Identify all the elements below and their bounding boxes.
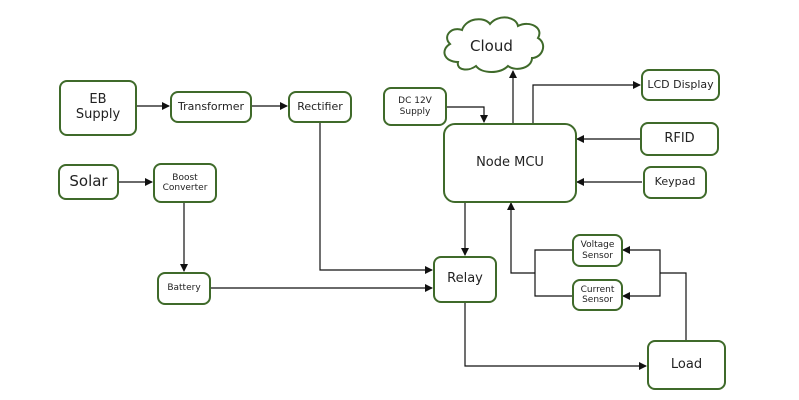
edge-load-voltage (622, 246, 661, 273)
transformer-node: Transformer (170, 91, 252, 123)
keypad-node: Keypad (643, 166, 707, 199)
rfid-node: RFID (640, 122, 719, 156)
edge-mcu-lcd (532, 81, 641, 123)
load-node: Load (647, 340, 726, 390)
edge-load-current (622, 273, 661, 300)
boost-converter-node: Boost Converter (153, 163, 217, 203)
cloud-shape (443, 16, 545, 73)
edge-voltage-bus (534, 249, 572, 297)
edge-dc-mcu (446, 106, 488, 123)
rectifier-node: Rectifier (288, 91, 352, 123)
solar-node: Solar (58, 164, 119, 200)
edge-load-sensors (660, 272, 687, 340)
dc-supply-node: DC 12V Supply (383, 87, 447, 126)
current-sensor-node: Current Sensor (572, 279, 623, 311)
node-mcu-node: Node MCU (443, 123, 577, 203)
relay-node: Relay (433, 256, 497, 303)
edge-relay-load (464, 302, 647, 370)
edge-sensors-mcu (507, 202, 535, 274)
lcd-display-node: LCD Display (641, 69, 720, 101)
battery-node: Battery (157, 272, 211, 305)
eb-supply-node: EB Supply (59, 80, 137, 136)
edge-rectifier-relay (319, 122, 433, 274)
cloud-node-label: Cloud (470, 37, 513, 55)
voltage-sensor-node: Voltage Sensor (572, 234, 623, 267)
